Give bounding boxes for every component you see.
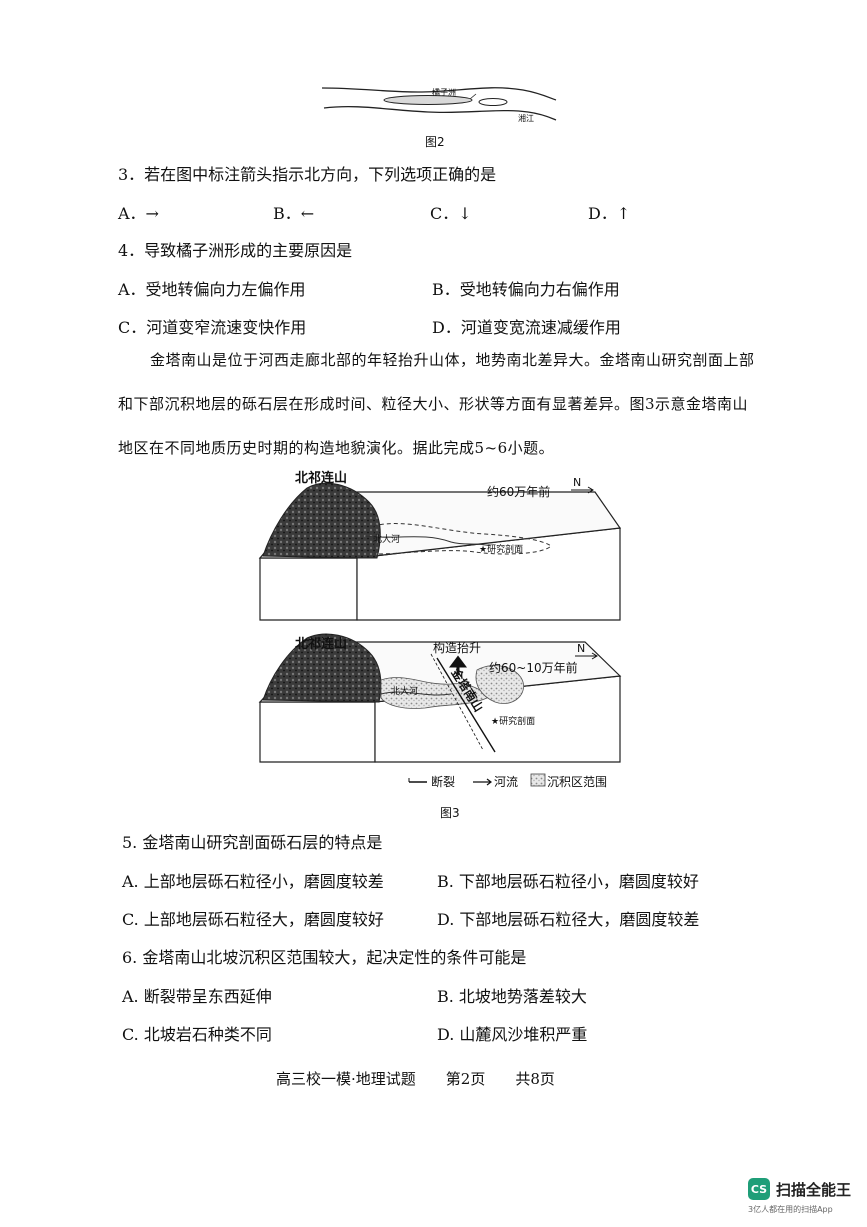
island-label: 橘子洲: [432, 87, 456, 97]
island-shape: [383, 95, 473, 105]
question-4-option-a: A．受地转偏向力左偏作用: [118, 280, 306, 299]
block-diagram-bottom: 北祁连山 构造抬升 约60~10万年前 N 北大河 金塔南山 ★研究剖面: [258, 633, 622, 763]
bottom-uplift-label: 构造抬升: [433, 640, 481, 655]
question-6-option-c: C. 北坡岩石种类不同: [122, 1025, 272, 1044]
question-3-option-d: D．↑: [588, 204, 631, 223]
passage: 金塔南山是位于河西走廊北部的年轻抬升山体，地势南北差异大。金塔南山研究剖面上部 …: [118, 338, 758, 470]
figure-2-map: 橘子洲 湘江: [321, 87, 557, 123]
river-top: [364, 535, 492, 547]
question-6-option-a: A. 断裂带呈东西延伸: [122, 987, 272, 1006]
passage-line-1: 金塔南山是位于河西走廊北部的年轻抬升山体，地势南北差异大。金塔南山研究剖面上部: [150, 351, 755, 369]
river-bottom: [380, 691, 452, 696]
scanner-logo-icon: CS: [748, 1178, 770, 1200]
passage-line-2: 和下部沉积地层的砾石层在形成时间、粒径大小、形状等方面有显著差异。图3示意金塔南…: [118, 395, 749, 413]
bottom-river-label: 北大河: [391, 685, 418, 697]
figure-3-legend: 断裂 河流 沉积区范围: [408, 773, 607, 789]
scanner-title: 扫描全能王: [776, 1180, 852, 1199]
bottom-period-label: 约60~10万年前: [489, 660, 578, 675]
top-mountain-label: 北祁连山: [295, 470, 347, 486]
scanner-subtitle: 3亿人都在用的扫描App: [748, 1205, 833, 1214]
top-section-label: ★研究剖面: [479, 543, 523, 555]
question-5-option-a: A. 上部地层砾石粒径小，磨圆度较差: [122, 872, 384, 891]
question-5-stem: 5. 金塔南山研究剖面砾石层的特点是: [122, 833, 383, 852]
legend-river-symbol: [473, 778, 492, 786]
scanner-watermark: CS 扫描全能王 3亿人都在用的扫描App: [748, 1178, 851, 1215]
uplift-arrow-icon: [449, 655, 467, 674]
bottom-north-arrow: [575, 652, 598, 660]
legend-fault-label: 断裂: [431, 774, 455, 789]
bottom-mountain-label: 北祁连山: [295, 636, 347, 652]
mountain-bottom: [262, 633, 382, 703]
legend-deposit-symbol: [530, 773, 546, 787]
question-6-option-d: D. 山麓风沙堆积严重: [437, 1025, 588, 1044]
question-5-option-b: B. 下部地层砾石粒径小，磨圆度较好: [437, 872, 699, 891]
bottom-section-label: ★研究剖面: [491, 715, 535, 727]
question-5-option-c: C. 上部地层砾石粒径大，磨圆度较好: [122, 910, 384, 929]
question-3-option-c: C．↓: [430, 204, 472, 223]
block-diagram-top: 北祁连山 约60万年前 N 北大河 ★研究剖面: [258, 470, 622, 621]
deposit-bottom-south: [475, 665, 524, 704]
deposit-bottom-north: [380, 677, 488, 709]
figure-3-caption: 图3: [440, 806, 460, 820]
legend-river-label: 河流: [494, 775, 518, 789]
bottom-north-label: N: [577, 642, 585, 655]
fault-line: [436, 657, 496, 753]
river-label: 湘江: [518, 113, 534, 123]
page-footer: 高三校一模·地理试题 第2页 共8页: [276, 1070, 555, 1088]
top-north-arrow: [571, 486, 594, 494]
question-3-option-a: A．→: [118, 204, 159, 223]
passage-line-3: 地区在不同地质历史时期的构造地貌演化。据此完成5~6小题。: [118, 439, 555, 457]
figure-2-caption: 图2: [425, 135, 445, 149]
top-north-label: N: [573, 476, 581, 489]
question-6-option-b: B. 北坡地势落差较大: [437, 987, 587, 1006]
deposit-top: [372, 523, 552, 555]
legend-deposit-label: 沉积区范围: [547, 775, 607, 789]
question-3-option-b: B．←: [273, 204, 315, 223]
figure-3: 北祁连山 约60万年前 N 北大河 ★研究剖面 北祁连山 构造抬升 约60~10…: [258, 470, 622, 789]
question-4-stem: 4．导致橘子洲形成的主要原因是: [118, 241, 353, 260]
question-4-option-c: C．河道变窄流速变快作用: [118, 318, 307, 337]
question-3-stem: 3．若在图中标注箭头指示北方向，下列选项正确的是: [118, 165, 497, 184]
top-river-label: 北大河: [373, 533, 400, 545]
mountain-top: [262, 482, 381, 559]
top-period-label: 约60万年前: [487, 484, 550, 499]
question-6-stem: 6. 金塔南山北坡沉积区范围较大，起决定性的条件可能是: [122, 948, 527, 967]
question-5-option-d: D. 下部地层砾石粒径大，磨圆度较差: [437, 910, 700, 929]
question-4-option-b: B．受地转偏向力右偏作用: [432, 280, 620, 299]
question-4-option-d: D．河道变宽流速减缓作用: [432, 318, 621, 337]
